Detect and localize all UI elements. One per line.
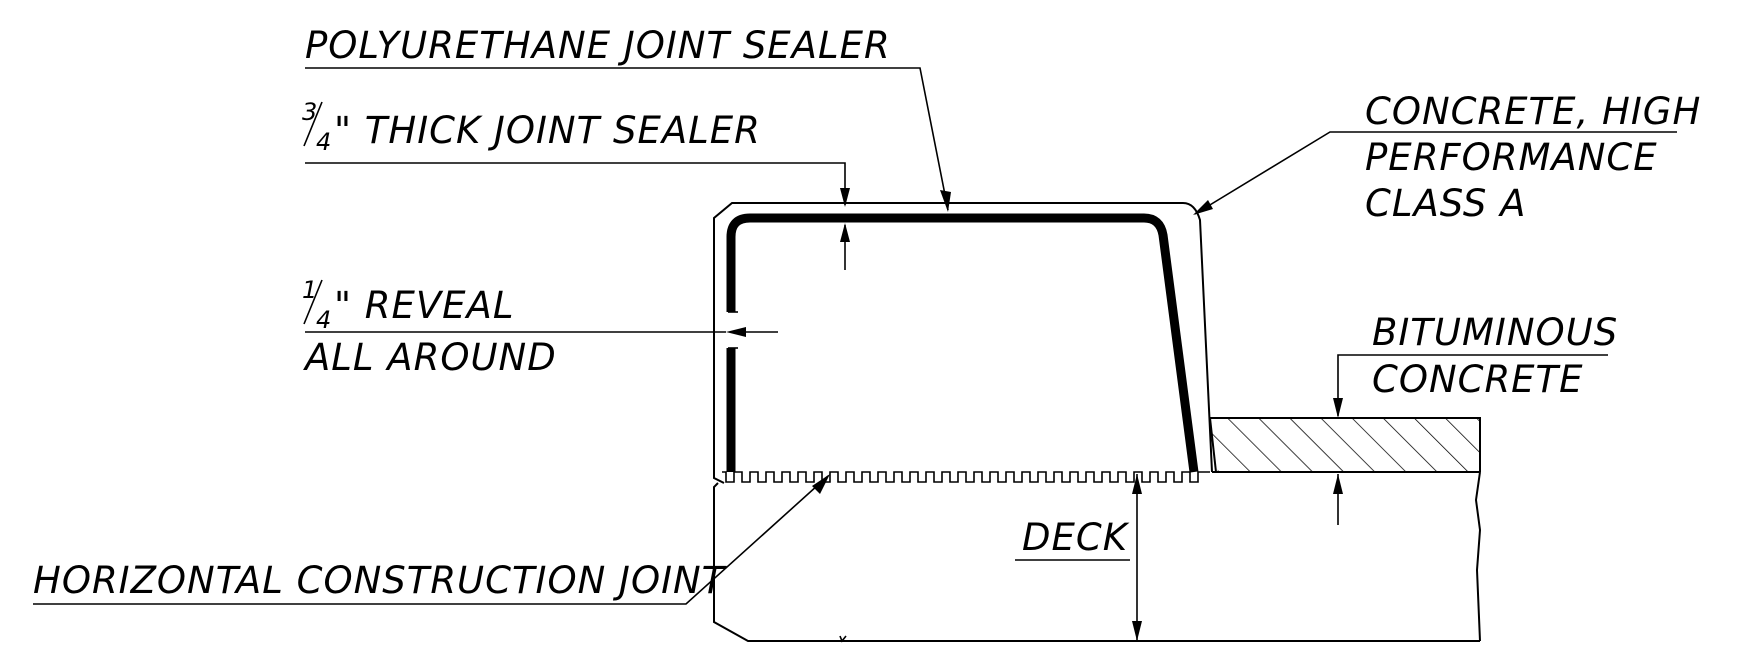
polyurethane-label: POLYURETHANE JOINT SEALER [305,24,891,67]
bituminous-label-line2: CONCRETE [1372,358,1584,401]
construction-joint-callout: HORIZONTAL CONSTRUCTION JOINT [33,474,830,605]
joint-sealer [726,213,1199,473]
bituminous-callout: BITUMINOUS CONCRETE [1333,311,1618,525]
construction-joint-label: HORIZONTAL CONSTRUCTION JOINT [33,559,727,602]
deck-callout: DECK [1015,474,1142,641]
reveal-label: " REVEAL [334,284,514,327]
bituminous-overlay [1209,417,1481,473]
deck-label: DECK [1022,516,1130,559]
construction-joint-keyway [722,471,1210,483]
concrete-label-line2: PERFORMANCE [1365,136,1658,179]
svg-text:3: 3 [302,98,317,126]
reveal-callout: 1 4 " REVEAL ALL AROUND [302,276,778,379]
concrete-callout: CONCRETE, HIGH PERFORMANCE CLASS A [1193,90,1701,225]
concrete-label-line1: CONCRETE, HIGH [1365,90,1701,133]
deck-outline [713,471,1482,643]
bituminous-label-line1: BITUMINOUS [1372,311,1618,354]
thick-sealer-callout: 3 4 " THICK JOINT SEALER [302,98,850,270]
svg-text:1: 1 [302,276,317,304]
svg-text:4: 4 [316,128,331,156]
svg-text:4: 4 [316,306,331,334]
polyurethane-sealer-callout: POLYURETHANE JOINT SEALER [305,24,951,212]
thick-sealer-label: " THICK JOINT SEALER [334,109,761,152]
concrete-label-line3: CLASS A [1365,182,1527,225]
reveal-label-line2: ALL AROUND [303,336,557,379]
